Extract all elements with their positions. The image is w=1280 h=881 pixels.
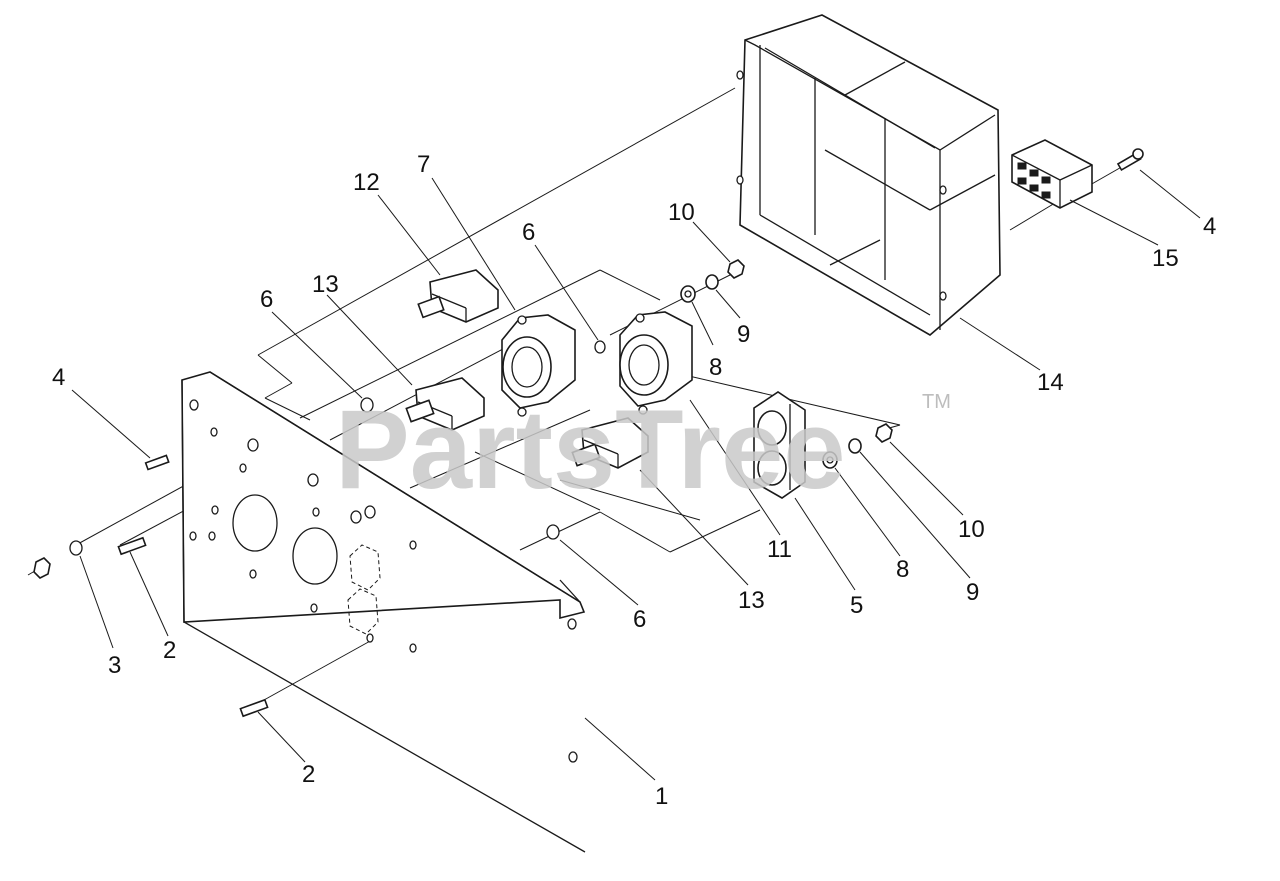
callout-5: 5 bbox=[850, 592, 863, 619]
callout-6-left: 6 bbox=[260, 286, 273, 313]
callout-3: 3 bbox=[108, 652, 121, 679]
callout-11: 11 bbox=[767, 536, 792, 563]
circuit-breaker-12 bbox=[417, 269, 499, 323]
circuit-breaker-13-upper bbox=[405, 377, 485, 431]
callout-8-lower: 8 bbox=[896, 556, 909, 583]
small-hardware bbox=[360, 259, 893, 540]
watermark-trademark: TM bbox=[922, 391, 951, 413]
screw-4-left bbox=[144, 454, 170, 471]
callout-2-upper: 2 bbox=[163, 637, 176, 664]
terminal-block bbox=[1011, 139, 1093, 209]
callout-13-lower: 13 bbox=[738, 587, 765, 614]
back-box-enclosure bbox=[736, 14, 1001, 336]
circuit-breaker-13-lower bbox=[571, 417, 649, 469]
callout-10-lower: 10 bbox=[958, 516, 985, 543]
callout-8-upper: 8 bbox=[709, 354, 722, 381]
callout-7: 7 bbox=[417, 151, 430, 178]
callout-13-upper: 13 bbox=[312, 271, 339, 298]
control-panel-plate bbox=[181, 371, 586, 853]
callout-9-upper: 9 bbox=[737, 321, 750, 348]
callout-4-right: 4 bbox=[1203, 213, 1216, 240]
callout-9-lower: 9 bbox=[966, 579, 979, 606]
watermark-text: PartsTree bbox=[335, 387, 846, 512]
callout-labels: 7 12 10 6 13 6 4 4 15 8 9 14 10 11 8 9 1… bbox=[52, 151, 1216, 810]
callout-2-lower: 2 bbox=[302, 761, 315, 788]
callout-4-left: 4 bbox=[52, 364, 65, 391]
screw-2-lower bbox=[239, 698, 269, 718]
callout-10-upper: 10 bbox=[668, 199, 695, 226]
callout-1: 1 bbox=[655, 783, 668, 810]
callout-14: 14 bbox=[1037, 369, 1064, 396]
screw-2-upper bbox=[117, 536, 147, 556]
receptacle-11 bbox=[619, 311, 693, 415]
callout-15: 15 bbox=[1152, 245, 1179, 272]
nut-and-washer-3 bbox=[33, 540, 83, 579]
callout-6-upper: 6 bbox=[522, 219, 535, 246]
screw-4-right bbox=[1116, 148, 1144, 172]
callout-6-lower: 6 bbox=[633, 606, 646, 633]
duplex-receptacle-5 bbox=[753, 391, 806, 499]
callout-12: 12 bbox=[353, 169, 380, 196]
receptacle-7 bbox=[501, 314, 576, 417]
callout-leaders bbox=[71, 169, 1201, 781]
